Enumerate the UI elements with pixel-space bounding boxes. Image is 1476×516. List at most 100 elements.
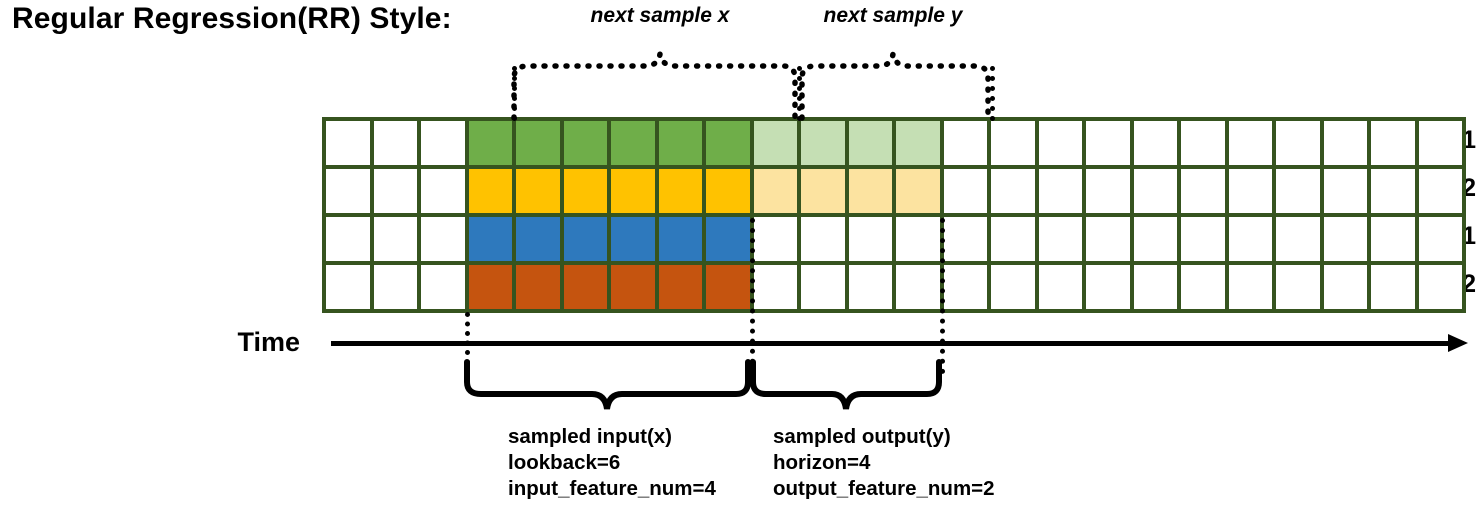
grid-cell-input [611,121,655,165]
grid-cell-empty [1181,121,1225,165]
grid-cell-empty [373,265,417,309]
grid-cell-empty [991,217,1035,261]
grid-cell-empty [1371,169,1415,213]
grid-cell-input [611,217,655,261]
grid-cell-empty [896,217,940,261]
grid-cell-empty [1371,121,1415,165]
guide-line-input-end-top [797,66,802,121]
grid-cell-input [468,169,512,213]
grid-cell-empty [1086,265,1130,309]
guide-line-output-end-top [990,66,995,121]
brace-sampled-input [464,359,751,410]
grid-cell-empty [421,121,465,165]
grid-cell-empty [801,265,845,309]
page-title: Regular Regression(RR) Style: [12,2,452,35]
grid-cell-empty [421,169,465,213]
grid-cell-input [468,121,512,165]
grid-cell-empty [1038,217,1082,261]
grid-row [326,217,1462,261]
grid-cell-empty [1276,217,1320,261]
annotation-next-sample-x: next sample x [590,4,730,27]
grid-cell-empty [1323,217,1367,261]
grid-cell-output [896,121,940,165]
grid-cell-empty [326,265,370,309]
grid-cell-input [516,169,560,213]
grid-cell-empty [943,265,987,309]
grid-cell-empty [421,217,465,261]
grid-cell-input [611,169,655,213]
grid-cell-empty [1418,217,1462,261]
grid-cell-empty [1228,217,1272,261]
grid-cell-input [563,121,607,165]
grid-cell-input [563,217,607,261]
grid-cell-input [658,169,702,213]
annotation-next-sample-y: next sample y [823,4,963,27]
grid-cell-empty [326,217,370,261]
grid-cell-output [753,169,797,213]
grid-cell-empty [1323,121,1367,165]
timeseries-grid [322,117,1466,313]
grid-cell-output [753,121,797,165]
grid-cell-empty [1086,169,1130,213]
grid-cell-empty [1323,169,1367,213]
brace-next-sample-x [511,53,798,121]
grid-cell-input [706,217,750,261]
grid-cell-empty [1323,265,1367,309]
grid-cell-input [516,121,560,165]
grid-cell-input [706,265,750,309]
grid-cell-empty [991,169,1035,213]
grid-cell-empty [1371,217,1415,261]
grid-cell-empty [1276,121,1320,165]
guide-line-sample-boundary [750,218,755,374]
grid-cell-empty [896,265,940,309]
time-axis-arrow-icon [1448,334,1468,352]
grid-cell-empty [753,265,797,309]
grid-cell-empty [1181,265,1225,309]
time-axis-line [331,341,1451,346]
grid-cell-empty [373,217,417,261]
grid-cell-input [468,265,512,309]
grid-cell-empty [1276,265,1320,309]
time-axis-label: Time [237,327,300,357]
brace-next-sample-y [799,53,991,121]
grid-cell-empty [1133,169,1177,213]
grid-cell-empty [1038,265,1082,309]
grid-cell-empty [1181,169,1225,213]
grid-cell-empty [1228,169,1272,213]
grid-cell-input [563,265,607,309]
grid-cell-empty [1038,121,1082,165]
grid-cell-input [658,265,702,309]
grid-cell-output [801,169,845,213]
grid-cell-empty [1418,265,1462,309]
grid-cell-input [468,217,512,261]
grid-cell-empty [421,265,465,309]
grid-cell-empty [1086,121,1130,165]
guide-line-output-boundary [940,218,945,374]
grid-row [326,265,1462,309]
grid-cell-output [801,121,845,165]
grid-cell-input [563,169,607,213]
grid-cell-empty [326,169,370,213]
grid-cell-empty [943,169,987,213]
grid-cell-empty [991,265,1035,309]
brace-sampled-output [750,359,942,410]
grid-cell-empty [326,121,370,165]
grid-cell-output [896,169,940,213]
grid-cell-input [658,121,702,165]
grid-cell-input [658,217,702,261]
grid-cell-empty [1228,265,1272,309]
grid-cell-empty [1086,217,1130,261]
grid-cell-empty [1038,169,1082,213]
grid-cell-empty [801,217,845,261]
grid-row [326,121,1462,165]
grid-cell-empty [1276,169,1320,213]
grid-cell-empty [373,121,417,165]
grid-cell-empty [1418,121,1462,165]
grid-row [326,169,1462,213]
grid-cell-input [706,169,750,213]
grid-cell-empty [991,121,1035,165]
grid-cell-empty [1228,121,1272,165]
grid-cell-empty [1371,265,1415,309]
grid-cell-output [848,169,892,213]
grid-cell-empty [753,217,797,261]
